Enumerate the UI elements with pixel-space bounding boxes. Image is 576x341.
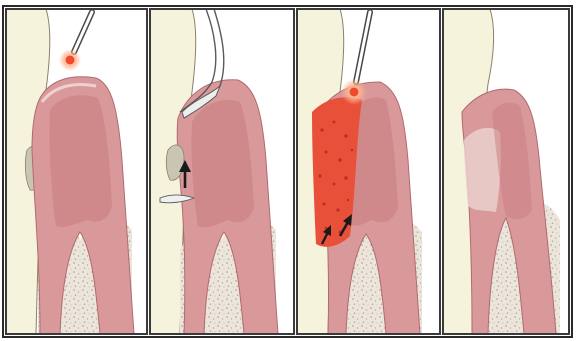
laser-tip-spot <box>66 56 75 65</box>
panel-3 <box>297 9 440 334</box>
panel-1 <box>6 9 147 334</box>
gingiva-inner <box>191 100 254 227</box>
panel-4 <box>443 9 569 334</box>
laser-tip-spot <box>350 88 359 97</box>
gingiva-inner <box>49 95 112 227</box>
panel-2 <box>150 9 294 334</box>
